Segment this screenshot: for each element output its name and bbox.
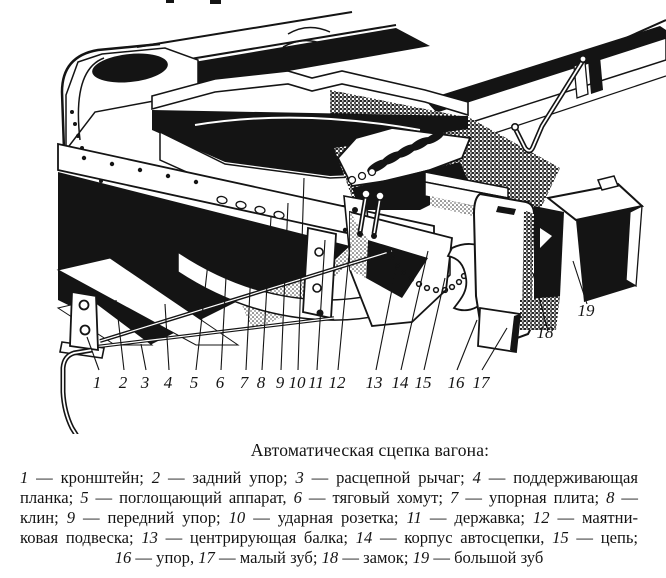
part-number: 13 — [366, 373, 383, 392]
leader-line — [261, 216, 272, 371]
part-number: 4 — [164, 373, 173, 392]
figure-legend: 1 — кронштейн; 2 — задний упор; 3 — расц… — [20, 468, 638, 568]
part-number: 9 — [276, 373, 285, 392]
part-number: 2 — [119, 373, 128, 392]
legend-line: 1 — кронштейн; 2 — задний упор; 3 — расц… — [20, 468, 638, 487]
leader-line — [86, 336, 100, 371]
leader-line — [400, 250, 429, 371]
legend-line: планка; 5 — поглощающий аппарат, 6 — тяг… — [20, 488, 638, 508]
leader-line — [456, 319, 478, 371]
part-number: 3 — [140, 373, 150, 392]
part-number: 11 — [308, 373, 324, 392]
part-number: 12 — [329, 373, 347, 392]
leader-line — [297, 177, 305, 371]
leader-line — [337, 243, 351, 371]
part-number: 19 — [578, 301, 596, 320]
legend-line: 16 — упор, 17 — малый зуб; 18 — замок; 1… — [114, 548, 544, 568]
figure-title: Автоматическая сцепка вагона: — [250, 440, 490, 460]
lock — [534, 206, 564, 306]
leader-line — [140, 343, 147, 371]
leader-line — [220, 239, 229, 371]
leader-line — [245, 229, 254, 371]
part-number: 5 — [190, 373, 199, 392]
part-number: 6 — [216, 373, 225, 392]
leader-line — [572, 260, 588, 305]
part-number: 14 — [392, 373, 410, 392]
part-number: 1 — [93, 373, 102, 392]
part-number: 8 — [257, 373, 266, 392]
leader-line — [532, 272, 548, 329]
part-number: 17 — [473, 373, 492, 392]
leader-line — [164, 303, 170, 371]
centering-beam — [349, 210, 453, 327]
part-number: 7 — [240, 373, 250, 392]
part-number: 18 — [537, 323, 555, 342]
leader-line — [195, 235, 212, 371]
leader-line — [316, 239, 326, 371]
part-number: 15 — [415, 373, 432, 392]
legend-line: клин; 9 — передний упор; 10 — ударная ро… — [20, 508, 638, 528]
big-tooth-top — [545, 182, 645, 222]
leader-line — [481, 327, 508, 371]
lever-handle-rod — [60, 347, 93, 434]
part-number: 16 — [448, 373, 466, 392]
leader-line — [115, 299, 125, 371]
bent-handle-rod — [510, 54, 587, 154]
side-sill-end — [60, 42, 199, 192]
leader-line — [280, 202, 289, 371]
part-number: 10 — [289, 373, 307, 392]
leader-line — [423, 277, 446, 371]
page-crop-marks — [166, 0, 221, 4]
pendulum-suspension — [357, 189, 385, 239]
coupler-head — [424, 171, 645, 354]
legend-line: ковая подвеска; 13 — центрирующая балка;… — [20, 528, 638, 548]
leader-line — [375, 263, 398, 371]
